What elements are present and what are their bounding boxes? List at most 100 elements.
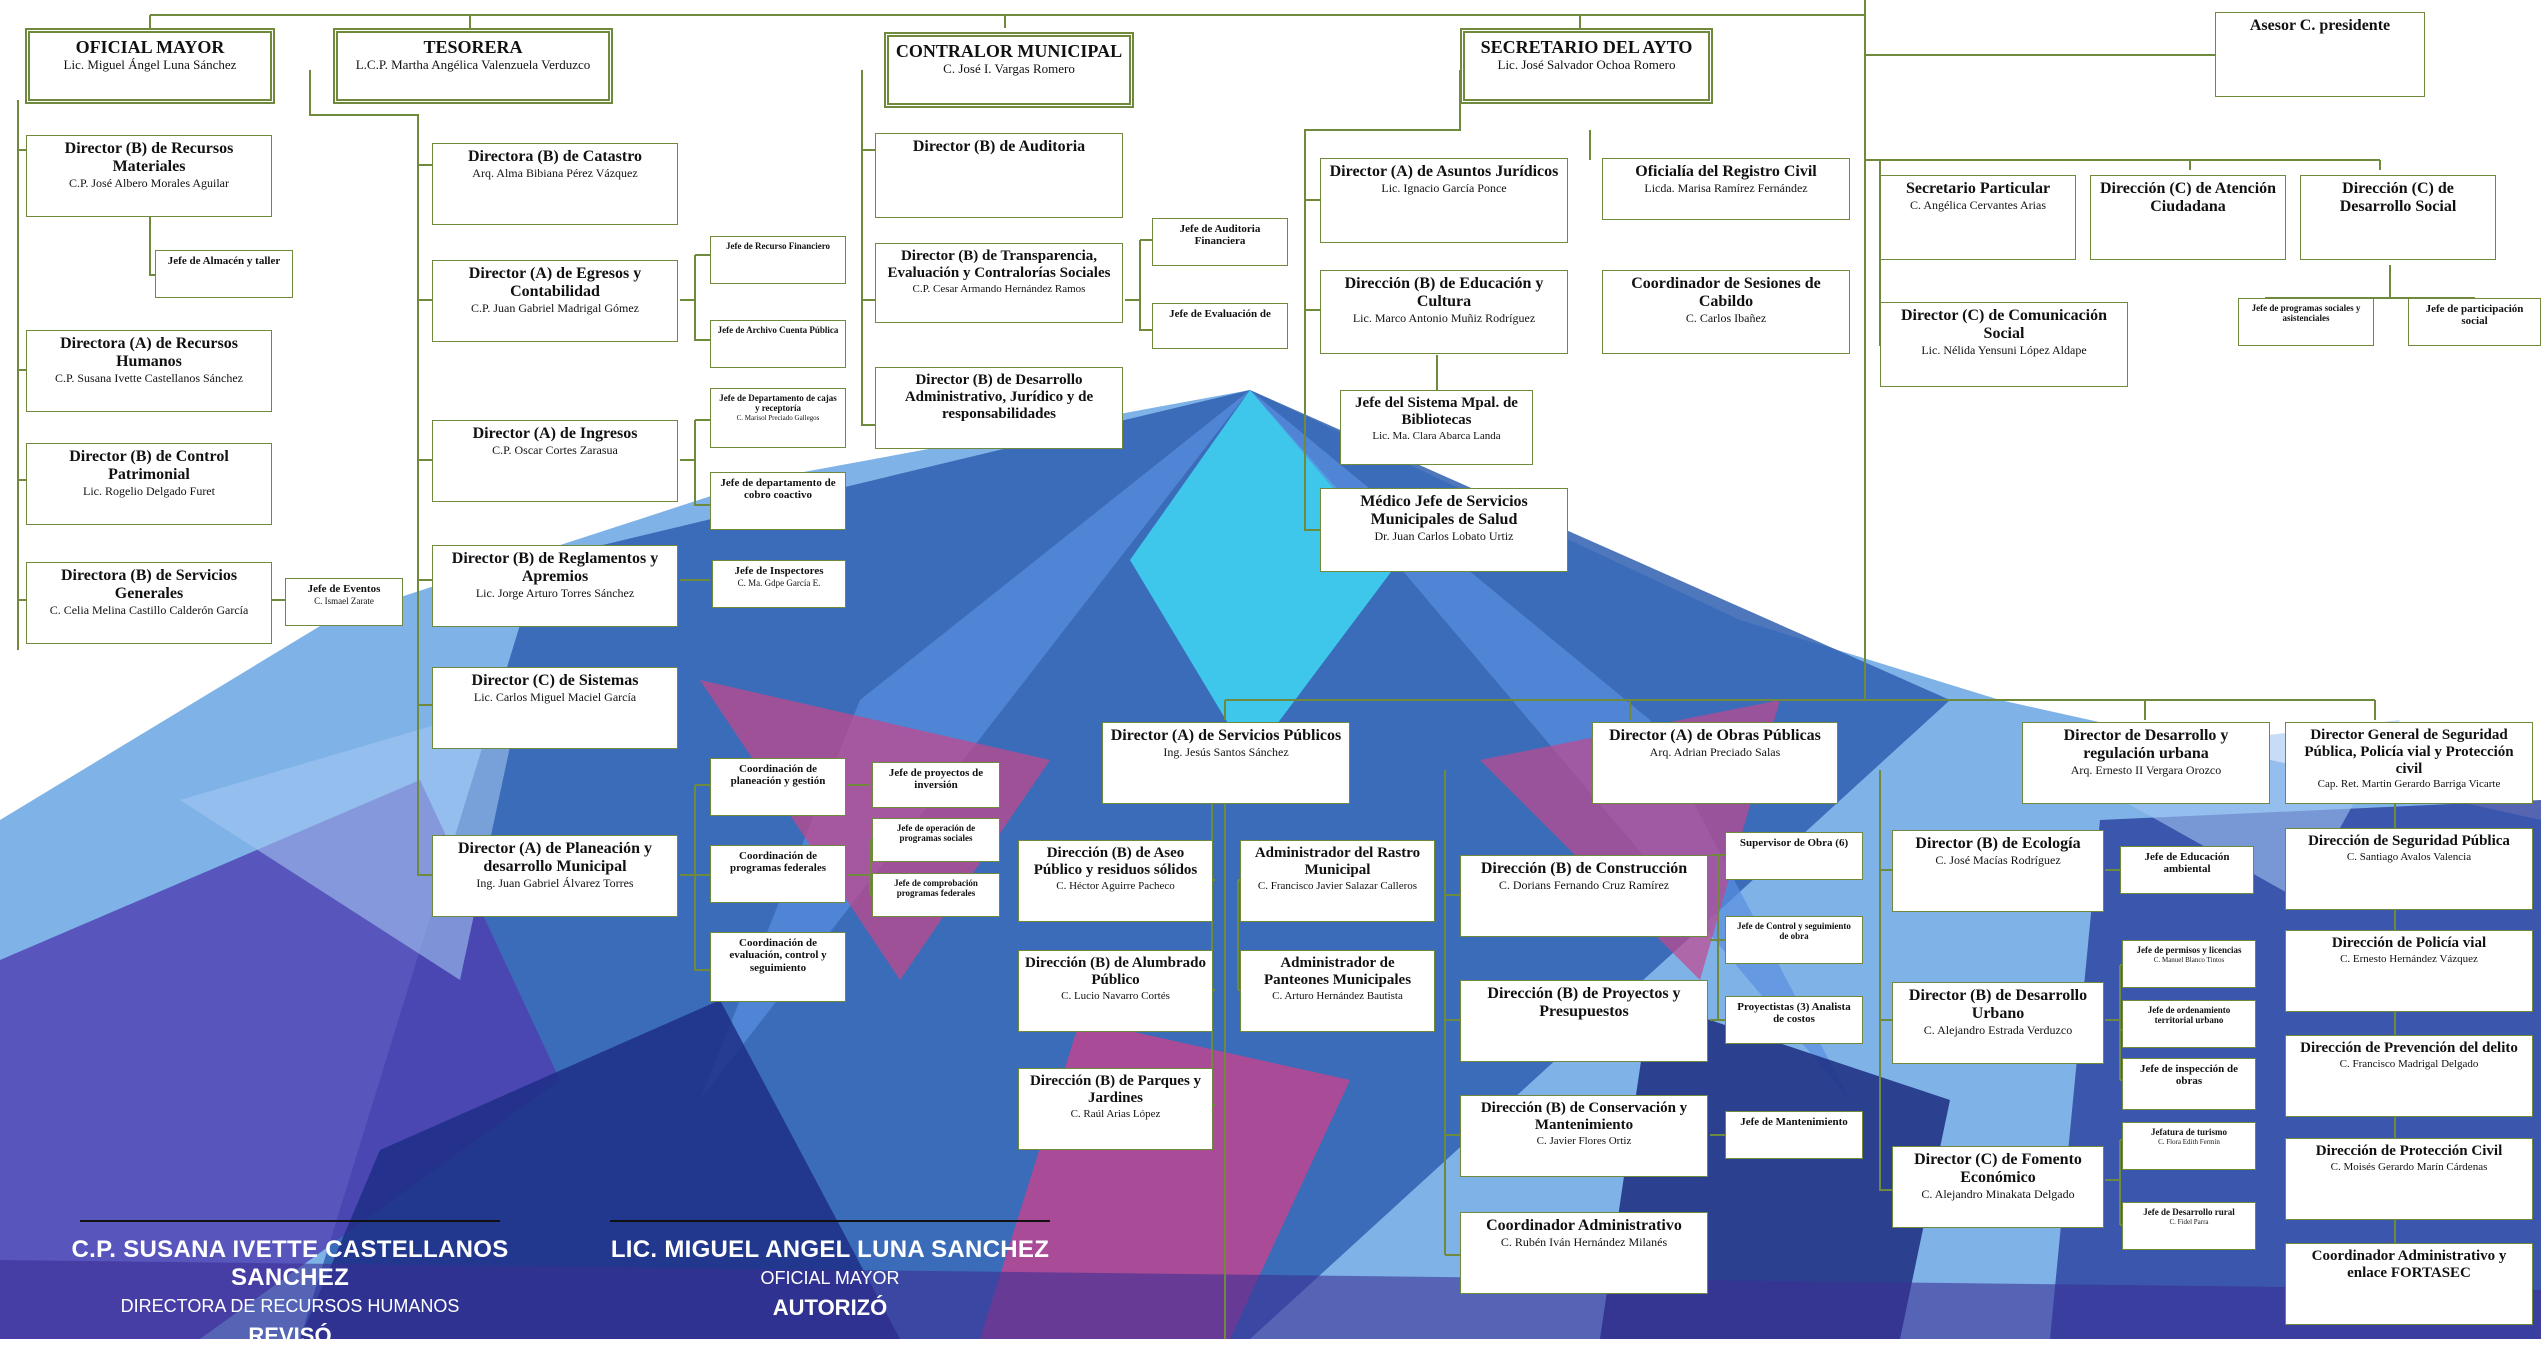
box-construccion: Dirección (B) de Construcción C. Dorians… — [1460, 855, 1708, 937]
servicios-head-name: Ing. Jesús Santos Sánchez — [1163, 744, 1289, 759]
comunicacion-title: Director (C) de Comunicación Social — [1900, 307, 2108, 342]
box-secretario: SECRETARIO DEL AYTO Lic. José Salvador O… — [1460, 28, 1713, 104]
box-alumbrado: Dirección (B) de Alumbrado Público C. Lu… — [1018, 950, 1213, 1032]
box-bibliotecas: Jefe del Sistema Mpal. de Bibliotecas Li… — [1340, 390, 1533, 465]
box-juridicos: Director (A) de Asuntos Jurídicos Lic. I… — [1320, 158, 1568, 243]
comprobacion-title: Jefe de comprobación programas federales — [894, 878, 978, 899]
inspeccion-title: Jefe de inspección de obras — [2139, 1063, 2239, 1088]
rural-name: C. Fidel Parra — [2169, 1218, 2209, 1227]
box-coord-programas: Coordinación de programas federales — [710, 845, 846, 903]
conservacion-title: Dirección (B) de Conservación y Mantenim… — [1480, 1100, 1688, 1133]
signature-autorizador: LIC. MIGUEL ANGEL LUNA SANCHEZ OFICIAL M… — [610, 1220, 1050, 1321]
desarrollo-urbano-name: C. Alejandro Estrada Verduzco — [1923, 1022, 2073, 1037]
registro-civil-name: Licda. Marisa Ramírez Fernández — [1644, 180, 1808, 195]
box-tesorera: TESORERA L.C.P. Martha Angélica Valenzue… — [333, 28, 613, 104]
box-coord-planeacion: Coordinación de planeación y gestión — [710, 758, 846, 816]
rastro-title: Administrador del Rastro Municipal — [1254, 845, 1421, 878]
servicios-head-title: Director (A) de Servicios Públicos — [1110, 727, 1342, 744]
signature-revisor: C.P. SUSANA IVETTE CASTELLANOS SANCHEZ D… — [20, 1220, 560, 1349]
inspectores-title: Jefe de Inspectores — [734, 565, 824, 577]
box-supervisor: Supervisor de Obra (6) — [1725, 832, 1863, 880]
box-planeacion: Director (A) de Planeación y desarrollo … — [432, 835, 678, 917]
bibliotecas-title: Jefe del Sistema Mpal. de Bibliotecas — [1355, 395, 1518, 428]
box-sistemas: Director (C) de Sistemas Lic. Carlos Mig… — [432, 667, 678, 749]
box-desarrollo-social: Dirección (C) de Desarrollo Social — [2300, 175, 2496, 260]
policia-vial-title: Dirección de Policía vial — [2331, 935, 2487, 951]
proyectistas-title: Proyectistas (3) Analista de costos — [1737, 1001, 1851, 1026]
signature-revisor-role: DIRECTORA DE RECURSOS HUMANOS — [120, 1295, 460, 1316]
aseo-name: C. Héctor Aguirre Pacheco — [1056, 879, 1175, 892]
asesor-title: Asesor C. presidente — [2249, 17, 2391, 34]
obras-head-name: Arq. Adrian Preciado Salas — [1649, 744, 1781, 759]
box-prevencion: Dirección de Prevención del delito C. Fr… — [2285, 1035, 2533, 1117]
fortasec-title: Coordinador Administrativo y enlace FORT… — [2311, 1248, 2507, 1281]
proteccion-title: Dirección de Protección Civil — [2315, 1143, 2503, 1159]
box-educacion-ambiental: Jefe de Educación ambiental — [2120, 846, 2254, 894]
box-seguridad-head: Director General de Seguridad Pública, P… — [2285, 722, 2533, 804]
urbano-head-name: Arq. Ernesto II Vergara Orozco — [2070, 762, 2222, 777]
box-conservacion: Dirección (B) de Conservación y Mantenim… — [1460, 1095, 1708, 1177]
box-reglamentos: Director (B) de Reglamentos y Apremios L… — [432, 545, 678, 627]
oficial-mayor-name: Lic. Miguel Ángel Luna Sánchez — [63, 57, 237, 73]
box-ingresos: Director (A) de Ingresos C.P. Oscar Cort… — [432, 420, 678, 502]
prevencion-title: Dirección de Prevención del delito — [2300, 1040, 2518, 1056]
box-urbano-head: Director de Desarrollo y regulación urba… — [2022, 722, 2270, 804]
box-parques: Dirección (B) de Parques y Jardines C. R… — [1018, 1068, 1213, 1150]
cabildo-name: C. Carlos Ibañez — [1685, 310, 1767, 325]
contralor-name: C. José I. Vargas Romero — [943, 61, 1075, 77]
box-asesor: Asesor C. presidente — [2215, 12, 2425, 97]
box-eventos: Jefe de Eventos C. Ismael Zarate — [285, 578, 403, 626]
control-patrimonial-name: Lic. Rogelio Delgado Furet — [83, 483, 215, 498]
box-rastro: Administrador del Rastro Municipal C. Fr… — [1240, 840, 1435, 922]
coord-programas-title: Coordinación de programas federales — [729, 850, 827, 875]
desarrollo-admin-title: Director (B) de Desarrollo Administrativ… — [904, 372, 1094, 422]
prevencion-name: C. Francisco Madrigal Delgado — [2339, 1057, 2479, 1070]
panteones-name: C. Arturo Hernández Bautista — [1272, 989, 1403, 1002]
evaluacion-title: Jefe de Evaluación de — [1169, 308, 1271, 320]
rural-title: Jefe de Desarrollo rural — [2143, 1207, 2235, 1217]
transparencia-name: C.P. Cesar Armando Hernández Ramos — [912, 282, 1086, 295]
secretario-particular-name: C. Angélica Cervantes Arias — [1910, 197, 2046, 212]
box-contralor: CONTRALOR MUNICIPAL C. José I. Vargas Ro… — [884, 32, 1134, 108]
box-rural: Jefe de Desarrollo rural C. Fidel Parra — [2122, 1202, 2256, 1250]
rastro-name: C. Francisco Javier Salazar Calleros — [1257, 879, 1418, 892]
atencion-title: Dirección (C) de Atención Ciudadana — [2099, 180, 2277, 215]
box-auditoria-financiera: Jefe de Auditoria Financiera — [1152, 218, 1288, 266]
box-cajas: Jefe de Departamento de cajas y receptor… — [710, 388, 846, 448]
recurso-financiero-title: Jefe de Recurso Financiero — [725, 241, 831, 251]
cajas-title: Jefe de Departamento de cajas y receptor… — [719, 393, 837, 414]
salud-name: Dr. Juan Carlos Lobato Urtiz — [1374, 528, 1514, 543]
turismo-title: Jefatura de turismo — [2151, 1127, 2227, 1137]
box-comprobacion: Jefe de comprobación programas federales — [872, 873, 1000, 917]
alumbrado-title: Dirección (B) de Alumbrado Público — [1025, 955, 1206, 988]
box-proteccion: Dirección de Protección Civil C. Moisés … — [2285, 1138, 2533, 1220]
supervisor-title: Supervisor de Obra (6) — [1739, 837, 1849, 849]
box-recurso-financiero: Jefe de Recurso Financiero — [710, 236, 846, 284]
box-proyectos-inversion: Jefe de proyectos de inversión — [872, 762, 1000, 808]
construccion-title: Dirección (B) de Construcción — [1480, 860, 1688, 877]
cajas-name: C. Marisol Preciado Gallegos — [736, 414, 820, 423]
auditoria-financiera-title: Jefe de Auditoria Financiera — [1179, 223, 1261, 248]
control-obra-title: Jefe de Control y seguimiento de obra — [1737, 921, 1851, 942]
box-almacen: Jefe de Almacén y taller — [155, 250, 293, 298]
servicios-generales-name: C. Celia Melina Castillo Calderón García — [49, 602, 249, 617]
rec-materiales-title: Director (B) de Recursos Materiales — [64, 140, 234, 175]
coord-admin-name: C. Rubén Iván Hernández Milanés — [1500, 1234, 1668, 1249]
urbano-head-title: Director de Desarrollo y regulación urba… — [2063, 727, 2229, 762]
box-servicios-head: Director (A) de Servicios Públicos Ing. … — [1102, 722, 1350, 804]
egresos-name: C.P. Juan Gabriel Madrigal Gómez — [471, 300, 639, 315]
box-permisos: Jefe de permisos y licencias C. Manuel B… — [2122, 940, 2256, 988]
fomento-name: C. Alejandro Minakata Delgado — [1921, 1186, 2075, 1201]
secretario-title: SECRETARIO DEL AYTO — [1480, 37, 1693, 57]
educacion-title: Dirección (B) de Educación y Cultura — [1344, 275, 1544, 310]
planeacion-name: Ing. Juan Gabriel Álvarez Torres — [476, 875, 634, 890]
obras-head-title: Director (A) de Obras Públicas — [1609, 727, 1821, 744]
box-auditoria: Director (B) de Auditoria — [875, 133, 1123, 218]
box-catastro: Directora (B) de Catastro Arq. Alma Bibi… — [432, 143, 678, 225]
box-coord-evaluacion: Coordinación de evaluación, control y se… — [710, 932, 846, 1002]
turismo-name: C. Flora Edith Fermín — [2158, 1138, 2220, 1147]
box-archivo-cuenta: Jefe de Archivo Cuenta Pública — [710, 320, 846, 368]
box-ordenamiento: Jefe de ordenamiento territorial urbano — [2122, 1000, 2256, 1048]
box-inspectores: Jefe de Inspectores C. Ma. Gdpe García E… — [712, 560, 846, 608]
comunicacion-name: Lic. Nélida Yensuni López Aldape — [1921, 342, 2087, 357]
